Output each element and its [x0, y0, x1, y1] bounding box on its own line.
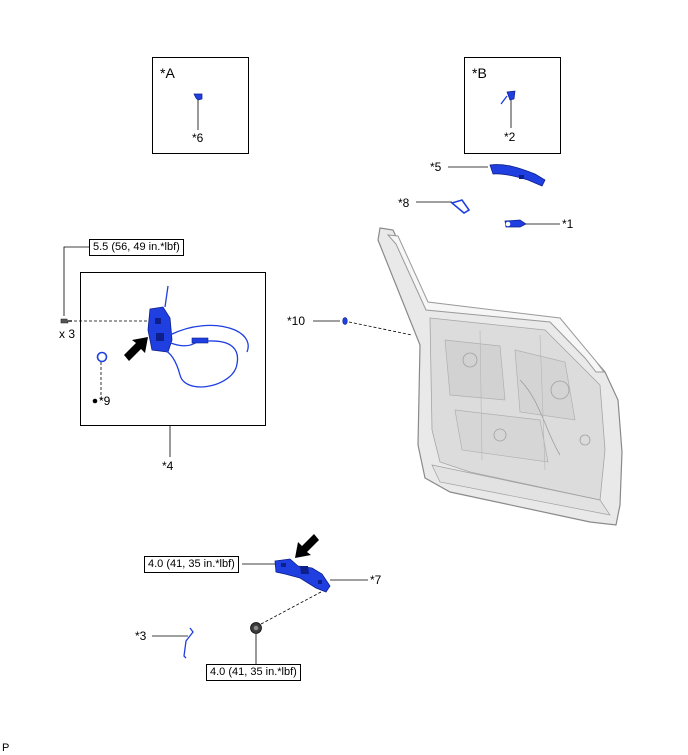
callout-8: *8	[398, 196, 410, 210]
door-lock-assembly-icon	[60, 285, 249, 404]
callout-6: *6	[192, 131, 204, 145]
callout-2: *2	[504, 130, 516, 144]
callout-9: *9	[99, 394, 111, 408]
inset-a-tag: *A	[160, 65, 175, 81]
callout-3: *3	[135, 629, 147, 643]
part-3-rod-icon	[152, 627, 194, 659]
lock-assembly-frame	[80, 272, 266, 426]
callout-7: *7	[370, 573, 382, 587]
torque-leader-lines	[63, 246, 89, 316]
callout-4: *4	[162, 459, 174, 473]
footer-code: P	[2, 742, 10, 754]
part-6-icon	[193, 93, 203, 130]
part-1-cylinder-icon	[504, 219, 560, 228]
inset-b-frame	[464, 57, 561, 154]
part-10-grommet-icon	[313, 317, 413, 336]
front-door-panel	[377, 227, 623, 526]
torque-spec-frame-bolt: 4.0 (41, 35 in.*lbf)	[206, 664, 301, 681]
callout-1: *1	[562, 217, 574, 231]
part-5-outside-handle-icon	[448, 164, 546, 187]
callout-10: *10	[287, 314, 306, 328]
callout-5: *5	[430, 160, 442, 174]
inset-a-frame	[152, 57, 249, 154]
torque-spec-frame-top: 4.0 (41, 35 in.*lbf)	[144, 556, 239, 573]
quantity-label: x 3	[59, 327, 76, 341]
part-7-frame-icon	[242, 534, 368, 664]
torque-spec-lock-screws: 5.5 (56, 49 in.*lbf)	[89, 239, 184, 256]
part-2-icon	[500, 90, 516, 128]
part-8-cover-icon	[416, 199, 471, 214]
inset-b-tag: *B	[472, 65, 487, 81]
